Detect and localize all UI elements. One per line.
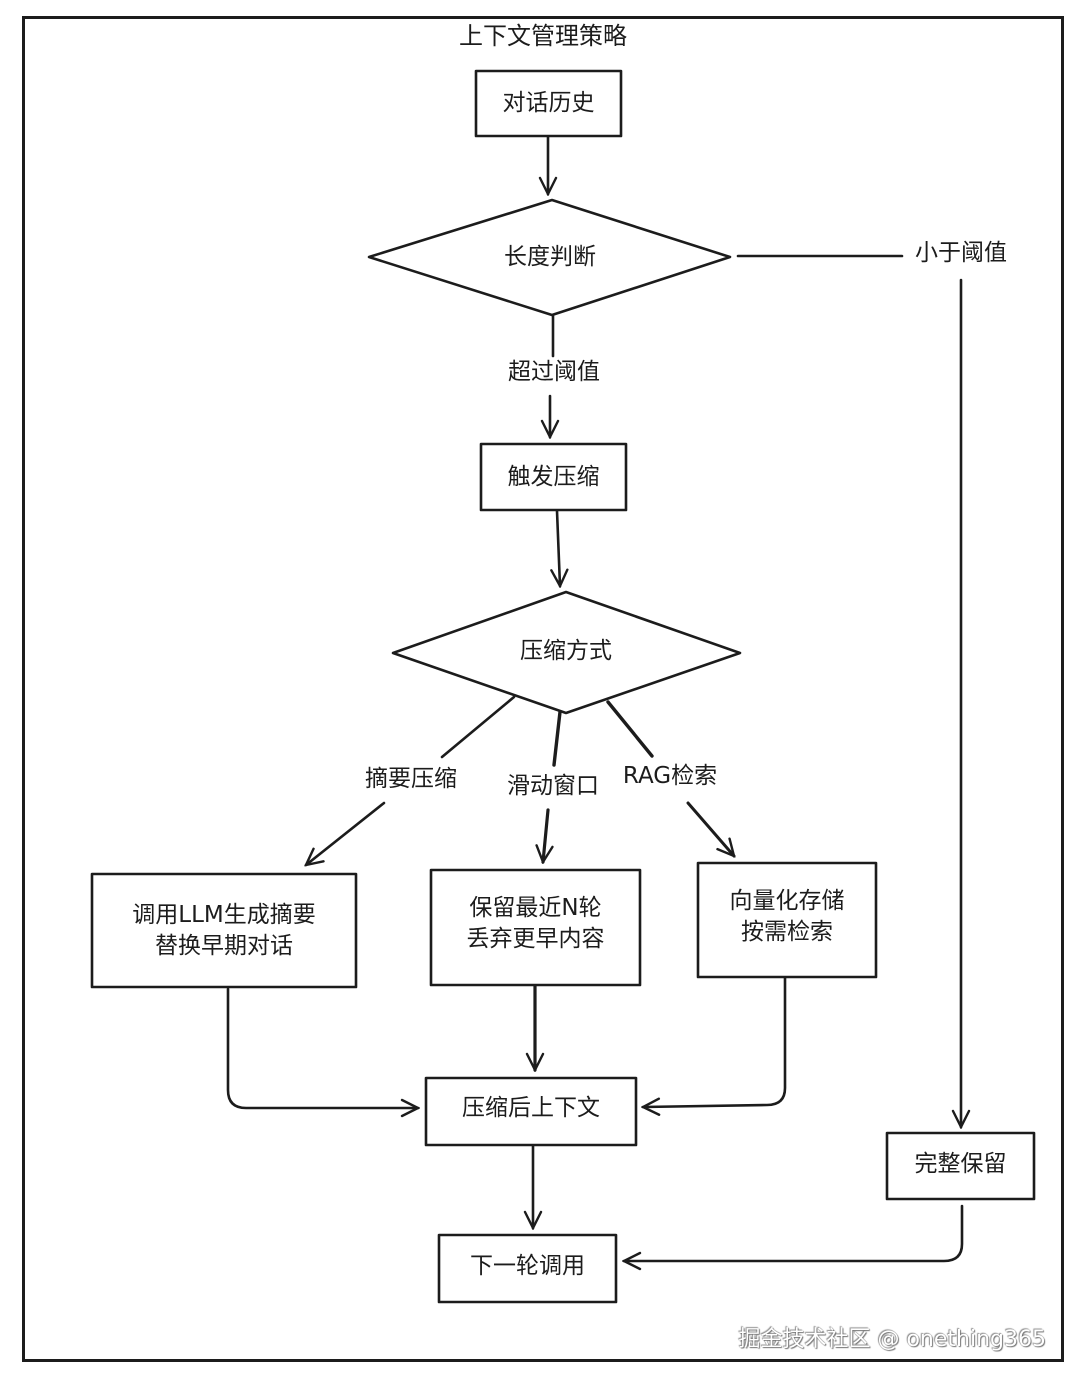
edge-summary-label-to-summary [306, 801, 386, 865]
edge-rag-to-compressed [643, 976, 787, 1107]
node-trigger-shape [479, 442, 628, 512]
node-rag-line-2: 按需检索 [741, 919, 833, 945]
node-rag-line-1: 向量化存储 [729, 888, 845, 914]
node-next-call: 下一轮调用 [439, 1233, 616, 1300]
node-method-shape [391, 590, 742, 715]
node-history-label: 对话历史 [502, 90, 595, 116]
edge-label-sliding-window: 滑动窗口 [507, 773, 599, 799]
node-summary-line-1: 调用LLM生成摘要 [132, 901, 316, 928]
node-method: 压缩方式 [466, 631, 666, 671]
node-method-label: 压缩方式 [520, 637, 612, 664]
node-summary-line-2: 替换早期对话 [155, 932, 293, 959]
edge-window-label-to-window [543, 808, 548, 862]
node-length-check-label: 长度判断 [504, 243, 596, 270]
node-summary: 调用LLM生成摘要 替换早期对话 [92, 874, 356, 987]
edge-trigger-to-method [557, 509, 560, 586]
edge-method-to-window-label [552, 710, 562, 767]
node-window-line-2: 丢弃更早内容 [466, 925, 605, 952]
node-compressed: 压缩后上下文 [426, 1075, 636, 1142]
node-keep-full-label: 完整保留 [914, 1150, 1007, 1177]
edge-keep-full-to-next-call [624, 1204, 964, 1261]
edge-label-summary-compress: 摘要压缩 [365, 766, 457, 792]
node-compressed-shape [424, 1076, 638, 1147]
node-next-call-label: 下一轮调用 [470, 1253, 585, 1279]
edge-label-above-threshold: 超过阈值 [508, 359, 600, 385]
node-length-check: 长度判断 [450, 237, 650, 277]
diagram-frame [22, 16, 1064, 1362]
node-keep-full-shape [885, 1131, 1036, 1201]
node-length-check-shape [367, 198, 732, 317]
node-window: 保留最近N轮 丢弃更早内容 [431, 866, 640, 981]
edge-rag-label-to-rag [686, 801, 734, 856]
edge-label-below-threshold: 小于阈值 [915, 240, 1007, 266]
node-keep-full: 完整保留 [887, 1131, 1034, 1197]
edge-label-rag-retrieval: RAG检索 [622, 763, 718, 789]
node-history: 对话历史 [476, 71, 621, 136]
watermark: 掘金技术社区 @ onething365 [738, 1327, 1046, 1352]
node-window-line-1: 保留最近N轮 [469, 894, 602, 921]
diagram-title: 上下文管理策略 [459, 22, 627, 50]
edge-method-to-rag-label [606, 700, 654, 758]
edge-summary-to-compressed [226, 987, 418, 1108]
node-compressed-label: 压缩后上下文 [462, 1095, 600, 1121]
node-trigger-label: 触发压缩 [507, 463, 600, 490]
node-trigger: 触发压缩 [481, 444, 626, 510]
node-next-call-shape [437, 1233, 618, 1304]
node-summary-shape [90, 872, 358, 989]
edge-method-to-summary-label [440, 695, 516, 759]
node-rag: 向量化存储 按需检索 [698, 860, 876, 974]
node-rag-shape [696, 861, 878, 979]
